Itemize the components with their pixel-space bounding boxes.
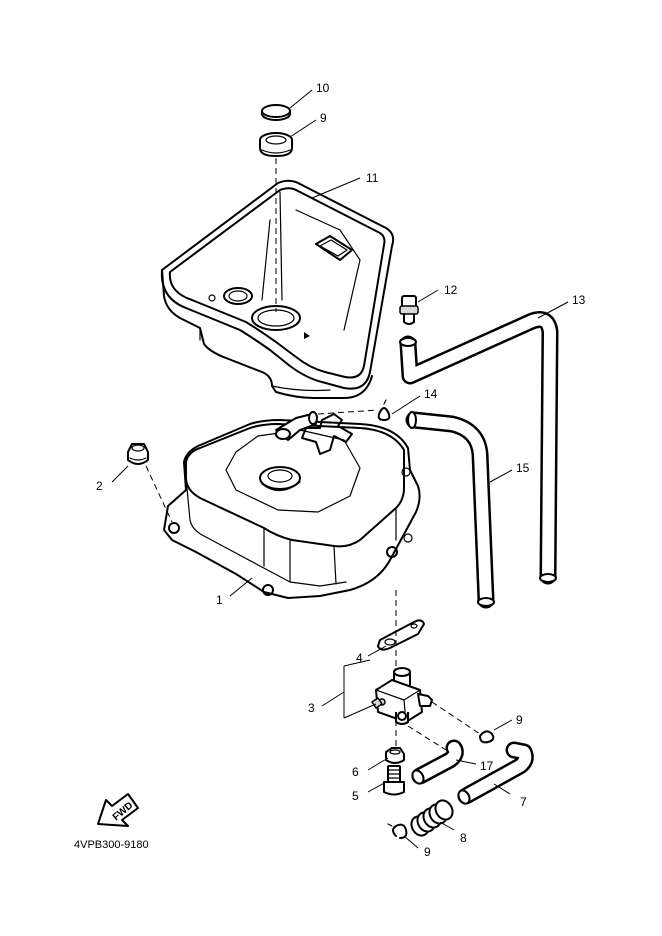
callout-9-lower: 9 — [424, 845, 431, 859]
clip-part-9-lower — [387, 823, 408, 839]
fuel-cap-part-10 — [259, 132, 293, 157]
fuel-cock-part-3 — [371, 667, 433, 725]
callout-10: 9 — [320, 111, 327, 125]
assembly-line-clip — [317, 409, 379, 415]
assembly-line-grommet — [145, 465, 173, 523]
callout-4: 4 — [356, 651, 363, 665]
callout-12: 11 — [366, 171, 379, 185]
callout-7: 7 — [520, 795, 527, 809]
callout-1: 1 — [216, 593, 223, 607]
fwd-arrow: FWD — [97, 793, 139, 827]
clip-part-15 — [377, 399, 391, 421]
callout-5: 5 — [352, 789, 359, 803]
assembly-line-clip9 — [431, 701, 481, 735]
callout-3: 3 — [308, 701, 315, 715]
callout-labels: 10 9 11 12 13 14 15 2 1 4 3 9 17 6 5 7 8… — [96, 81, 586, 859]
cap-seal-part-11 — [261, 104, 291, 121]
washer-part-6 — [385, 747, 405, 764]
callout-15: 14 — [424, 387, 438, 401]
hose-part-16 — [405, 411, 495, 609]
assembly-line-hose17 — [407, 725, 447, 751]
callout-9-upper: 9 — [516, 713, 523, 727]
fuel-tank-part-12 — [160, 179, 395, 399]
long-hose-part-14 — [399, 311, 559, 585]
clip-part-9-upper — [479, 730, 495, 744]
callout-16: 15 — [516, 461, 530, 475]
grommet-part-2 — [127, 443, 149, 465]
gasket-part-4 — [377, 619, 425, 651]
spring-part-8 — [410, 799, 454, 837]
elbow-hose-part-7 — [457, 741, 534, 805]
tank-lower-part-1 — [163, 411, 421, 599]
callout-11: 10 — [316, 81, 330, 95]
fitting-part-13 — [399, 295, 419, 325]
callout-6: 6 — [352, 765, 359, 779]
callout-13: 12 — [444, 283, 458, 297]
callout-17: 17 — [480, 759, 494, 773]
leader-lines — [111, 89, 569, 849]
short-hose-part-17 — [411, 739, 464, 785]
callout-8: 8 — [460, 831, 467, 845]
callout-2: 2 — [96, 479, 103, 493]
diagram-code: 4VPB300-9180 — [74, 839, 149, 851]
screw-part-5 — [383, 765, 405, 796]
callout-14: 13 — [572, 293, 586, 307]
